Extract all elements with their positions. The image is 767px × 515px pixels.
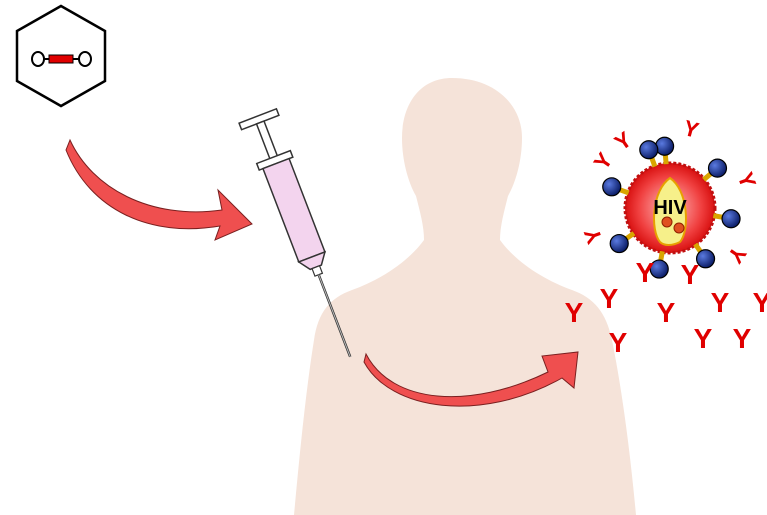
antibody-icon: Y <box>609 327 628 358</box>
antibody-icon: Y <box>600 283 619 314</box>
glycoprotein-icon <box>713 210 740 228</box>
antibody-icon: Y <box>565 297 584 328</box>
glycoprotein-icon <box>640 141 658 167</box>
glycoprotein-icon <box>704 159 727 180</box>
glycoprotein-icon <box>603 178 629 196</box>
glycoprotein-icon <box>610 233 634 252</box>
curved-arrow-icon <box>66 140 252 240</box>
antibody-icon: Y <box>579 224 608 247</box>
antibody-icon: Y <box>733 169 762 192</box>
antibody-icon: Y <box>681 259 700 290</box>
antibody-icon: Y <box>753 287 767 318</box>
antibody-icon: Y <box>610 126 637 155</box>
antibody-icon: Y <box>694 323 713 354</box>
antibody-icon: Y <box>722 242 751 269</box>
antibody-icon: Y <box>711 287 730 318</box>
antibody-icon: Y <box>681 115 702 143</box>
antibody-icon: Y <box>657 297 676 328</box>
antibody-icon: Y <box>589 148 618 175</box>
human-silhouette <box>294 78 636 515</box>
antibody-icon: Y <box>733 323 752 354</box>
molecule-hexagon-icon <box>17 6 105 106</box>
hiv-virion-icon: HIV <box>625 163 715 253</box>
antibody-icon: Y <box>636 257 655 288</box>
virus-label: HIV <box>653 197 687 219</box>
